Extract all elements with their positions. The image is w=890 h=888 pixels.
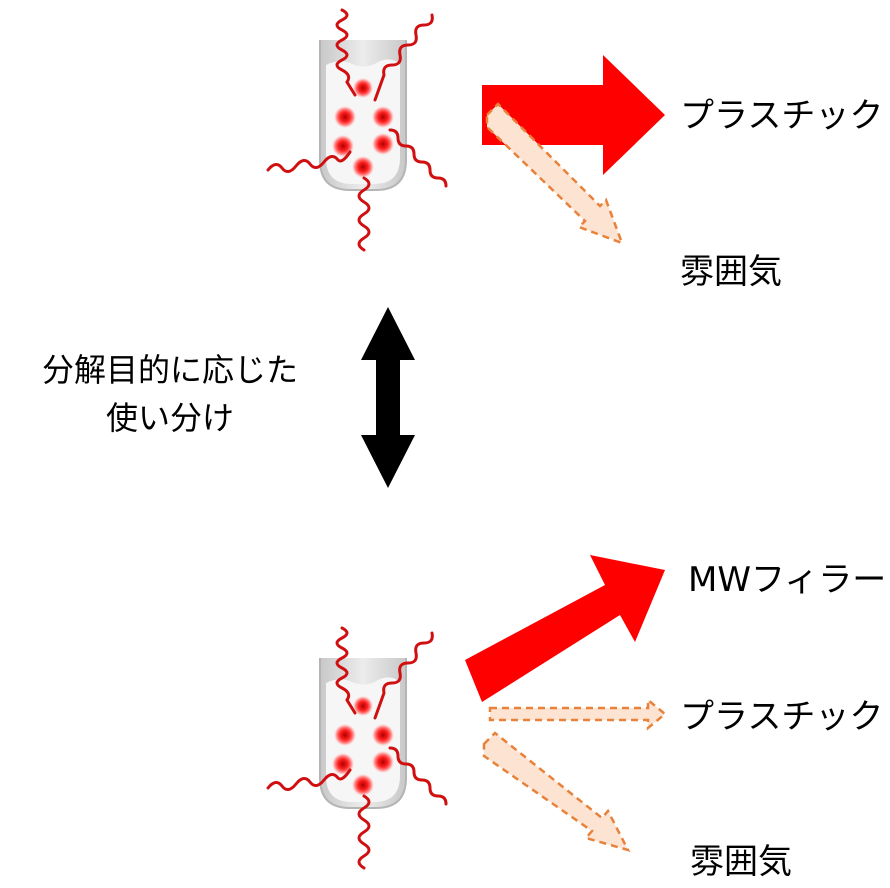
bottom-reactor-vessel (266, 626, 448, 870)
minor-arrow-top-atmosphere (485, 102, 625, 246)
double-arrow (361, 307, 415, 488)
label-top-atmosphere: 雰囲気 (680, 252, 782, 292)
minor-arrow-bottom-atmosphere (482, 731, 631, 852)
top-reactor-vessel (266, 8, 448, 252)
main-arrow-top (482, 55, 665, 175)
label-bottom-plastic: プラスチック (680, 697, 884, 737)
label-bottom-atmosphere: 雰囲気 (690, 842, 792, 882)
label-middle-line1: 分解目的に応じた (41, 351, 298, 389)
label-top-plastic: プラスチック (680, 96, 884, 136)
minor-arrow-bottom-plastic (488, 697, 667, 731)
label-bottom-mw-filler: MWフィラー (688, 560, 887, 600)
main-arrow-bottom (465, 555, 665, 702)
label-middle-line2: 使い分け (105, 399, 234, 437)
